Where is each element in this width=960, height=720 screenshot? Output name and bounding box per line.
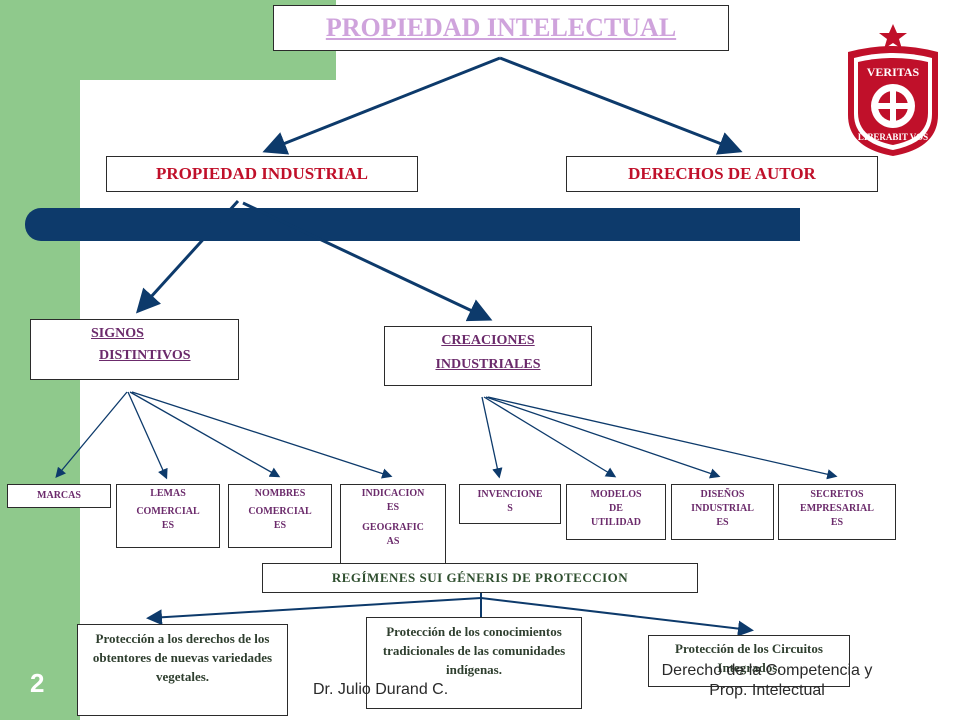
invenciones-line: S [507,503,513,514]
proteccion-conocimientos-box: Protección de los conocimientos tradicio… [366,617,582,709]
indicaciones-line: GEOGRAFIC [362,522,424,533]
nombres-line: COMERCIAL [248,506,312,517]
proteccion-circuitos-text: Protección de los Circuitos Integrados. [675,641,823,675]
disenos-line: INDUSTRIAL [691,503,754,514]
proteccion-conocimientos-text: Protección de los conocimientos tradicio… [382,624,566,677]
arrow-to-derechos-de-autor [499,56,743,155]
arrow-to-secretos [487,396,838,480]
signos-line2: DISTINTIVOS [99,348,191,363]
lemas-line: LEMAS [150,488,186,499]
disenos-line: DISEÑOS [700,489,745,500]
arrow-to-propiedad-industrial [262,56,501,155]
secretos-line: ES [830,517,844,528]
secretos-line: SECRETOS [810,489,864,500]
secretos-line: EMPRESARIAL [800,503,874,514]
modelos-line: MODELOS [590,489,642,500]
signos-line1: SIGNOS [91,326,144,341]
disenos-industriales-box: DISEÑOS INDUSTRIAL ES [671,484,774,540]
arrow-to-invenciones [481,396,503,479]
proteccion-vegetales-box: Protección a los derechos de los obtento… [77,624,288,716]
lemas-line: ES [161,520,175,531]
secretos-empresariales-box: SECRETOS EMPRESARIAL ES [778,484,896,540]
propiedad-industrial-box: PROPIEDAD INDUSTRIAL [106,156,418,192]
creaciones-industriales-box: CREACIONES INDUSTRIALES [384,326,592,386]
proteccion-vegetales-text: Protección a los derechos de los obtento… [92,631,273,684]
derechos-de-autor-box: DERECHOS DE AUTOR [566,156,878,192]
arrow-to-modelos [483,396,617,478]
regimenes-box: REGÍMENES SUI GÉNERIS DE PROTECCION [262,563,698,593]
invenciones-box: INVENCIONE S [459,484,561,524]
invenciones-line: INVENCIONE [477,489,543,500]
modelos-line: DE [609,503,623,514]
indicaciones-line: AS [386,536,400,547]
modelos-de-utilidad-box: MODELOS DE UTILIDAD [566,484,666,540]
arrow-to-signos [135,199,240,314]
arrow-to-vegetales [146,597,482,626]
slide-number: 2 [30,668,45,698]
creaciones-line1: CREACIONES [441,333,535,348]
arrow-to-marcas [55,391,128,478]
signos-distintivos-box: SIGNOS DISTINTIVOS [30,319,239,380]
page-title: PROPIEDAD INTELECTUAL [325,13,677,42]
arrow-to-creaciones [242,201,493,322]
title-box: PROPIEDAD INTELECTUAL [273,5,729,51]
derechos-de-autor-label: DERECHOS DE AUTOR [628,164,816,183]
logo-top-text: VERITAS [867,65,920,79]
regimenes-label: REGÍMENES SUI GÉNERIS DE PROTECCION [331,570,629,585]
university-logo: VERITAS LIBERABIT VOS [848,24,938,156]
arrow-to-circuitos [480,597,754,637]
lemas-line: COMERCIAL [136,506,200,517]
arrow-to-lemas [127,391,168,480]
disenos-line: ES [716,517,729,528]
footer-course-line2: Prop. Intelectual [709,682,825,699]
footer-author: Dr. Julio Durand C. [313,681,449,698]
indicaciones-geograficas-box: INDICACION ES GEOGRAFIC AS [340,484,446,564]
navy-divider-bar [25,208,800,241]
creaciones-line2: INDUSTRIALES [435,357,541,372]
footer-course: Derecho de la Competencia y Prop. Intele… [632,661,902,701]
modelos-line: UTILIDAD [590,517,641,528]
arrow-to-indicaciones [131,391,393,479]
marcas-label: MARCAS [37,490,81,501]
propiedad-industrial-label: PROPIEDAD INDUSTRIAL [155,164,369,183]
lemas-comerciales-box: LEMAS COMERCIAL ES [116,484,220,548]
arrow-to-disenos [485,396,721,479]
marcas-box: MARCAS [7,484,111,508]
nombres-comerciales-box: NOMBRES COMERCIAL ES [228,484,332,548]
indicaciones-line: INDICACION [361,488,425,499]
nombres-line: NOMBRES [254,488,306,499]
footer-course-line1: Derecho de la Competencia y [661,662,873,679]
proteccion-circuitos-box: Protección de los Circuitos Integrados. [648,635,850,687]
indicaciones-line: ES [386,502,400,513]
logo-ring-text: LIBERABIT VOS [858,132,928,142]
nombres-line: ES [273,520,287,531]
arrow-to-nombres [129,391,281,478]
